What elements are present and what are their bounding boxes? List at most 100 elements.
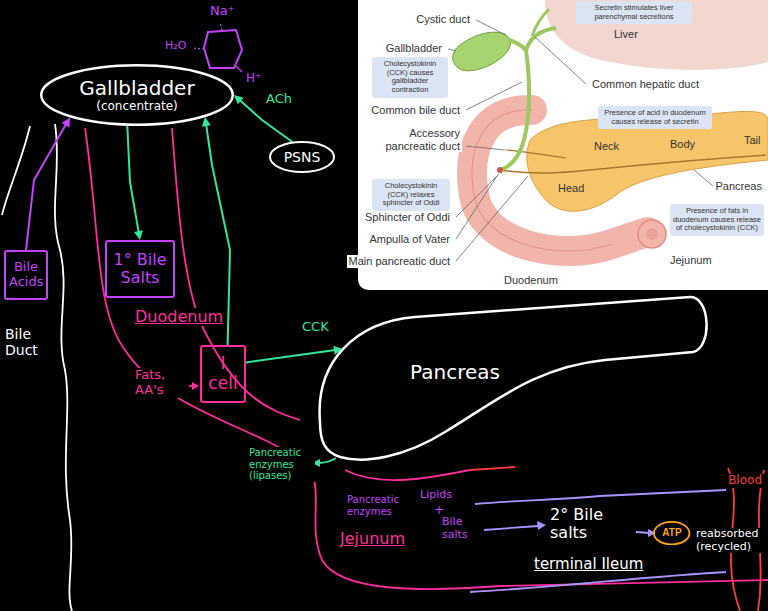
leader-line	[535, 37, 586, 84]
part-label: Ampulla of Vater	[367, 233, 452, 246]
ileum-wall	[475, 490, 726, 504]
bile-duct	[500, 50, 529, 170]
transport-arrow	[236, 66, 242, 72]
inset-panel	[358, 0, 768, 290]
bile-duct	[509, 40, 526, 50]
node-text: Secretin stimulates liver parenchymal se…	[579, 4, 689, 21]
organ-oval: Gallbladder(concentrate)	[40, 64, 234, 126]
node-text: Presence of acid in duodenum causes rele…	[601, 109, 709, 126]
note-label: Bile salts	[440, 516, 484, 541]
part-label: Cystic duct	[414, 13, 472, 26]
ampulla-dot	[497, 167, 503, 173]
leader-line	[456, 174, 499, 217]
node-text: ATP	[662, 527, 681, 539]
pancreatic-duct	[500, 155, 766, 173]
bile-duct	[526, 28, 556, 50]
info-box: Cholecystokinin (CCK) causes gallbladder…	[372, 57, 448, 98]
arrow-head	[192, 382, 199, 390]
part-label: Common bile duct	[369, 104, 462, 117]
part-label: Main pancreatic duct	[347, 255, 453, 268]
gallbladder-shape	[453, 32, 511, 71]
organ-outline	[305, 292, 710, 467]
part-label: Body	[668, 138, 697, 151]
duct-wall-line	[2, 126, 30, 215]
note-label: 2° Bile salts	[548, 506, 636, 543]
cell-box: I cell	[200, 345, 246, 403]
note-label: Jejunum	[338, 530, 407, 548]
info-box: Presence of fats in duodenum causes rele…	[670, 204, 764, 236]
bile-duct	[532, 9, 549, 36]
flow-arrow	[318, 458, 336, 463]
node-text: I cell	[205, 354, 241, 393]
note-label: H₂O	[163, 40, 188, 53]
note-label: H⁺	[244, 72, 263, 86]
leader-line	[694, 170, 713, 186]
node-text: Pancreas	[410, 361, 500, 384]
note-label: Lipids	[418, 489, 454, 502]
transport-arrow	[220, 22, 222, 30]
part-label: Neck	[592, 140, 621, 153]
note-label: Pancreatic enzymes	[345, 494, 411, 517]
part-label: Tail	[742, 134, 763, 147]
part-label: Common hepatic duct	[590, 78, 701, 91]
arrow-head	[202, 117, 211, 127]
flow-arrow	[484, 526, 538, 530]
info-box: Presence of acid in duodenum causes rele…	[598, 106, 712, 129]
node-text: Cholecystokinin (CCK) relaxes sphincter …	[375, 182, 447, 208]
arrow-head	[134, 230, 143, 240]
arrow-head	[62, 117, 70, 127]
connector	[246, 346, 343, 363]
node-text: Gallbladder	[79, 77, 194, 100]
part-label: Liver	[612, 28, 640, 41]
arrow-head	[234, 95, 244, 104]
connector-line	[127, 126, 139, 234]
node-text: Cholecystokinin (CCK) causes gallbladder…	[375, 60, 445, 95]
cell-symbol	[204, 30, 242, 68]
leader-line	[456, 176, 497, 239]
liver-shape	[545, 0, 768, 70]
part-label: Pancreas	[714, 180, 764, 193]
jejunum-tube	[638, 220, 666, 248]
edge-label: ACh	[264, 92, 294, 107]
leader-line	[466, 146, 505, 150]
leader-line	[466, 82, 522, 110]
note-label: Blood	[726, 474, 764, 488]
part-label: Head	[556, 182, 586, 195]
leader-line	[456, 176, 528, 261]
part-label: Duodenum	[502, 274, 560, 287]
edge-label: CCK	[300, 320, 331, 335]
duct-wall-line	[55, 124, 72, 611]
leader-line	[448, 49, 456, 51]
vessel-line	[470, 467, 515, 470]
note-label: Bile Duct	[3, 326, 51, 358]
nerve-circle: PSNS	[269, 141, 335, 173]
part-label: Sphincter of Oddi	[363, 211, 452, 224]
organ-outline	[320, 297, 707, 460]
connector-line	[26, 123, 67, 250]
node-text: Bile Acids	[9, 260, 43, 290]
note-label: Pancreatic enzymes (lipases)	[247, 447, 315, 482]
connector-line	[246, 350, 337, 363]
node-text: Presence of fats in duodenum causes rele…	[673, 207, 761, 233]
transport-arrow	[193, 48, 204, 49]
note-label: Duodenum	[133, 308, 225, 326]
arrow-head	[537, 521, 546, 530]
flow-arrow	[636, 532, 650, 533]
info-box: Cholecystokinin (CCK) relaxes sphincter …	[372, 179, 450, 211]
oval-outline	[270, 142, 334, 172]
note-label: Fats, AA's	[133, 368, 189, 398]
note-label: terminal Ileum	[532, 556, 645, 573]
oval-outline	[654, 522, 690, 545]
part-label: Jejunum	[668, 254, 714, 267]
intestine-wall	[85, 128, 768, 589]
intestine-wall	[345, 470, 470, 480]
node-text: 1° Bile Salts	[110, 251, 170, 288]
leader-line	[476, 20, 506, 35]
note-label: reabsorbed (recycled)	[694, 528, 764, 553]
bile-salt-box: 1° Bile Salts	[105, 240, 175, 298]
part-label: Gallbladder	[384, 42, 444, 55]
node-text: PSNS	[284, 149, 321, 165]
info-box: Secretin stimulates liver parenchymal se…	[576, 1, 692, 24]
note-label: Na⁺	[208, 4, 237, 19]
